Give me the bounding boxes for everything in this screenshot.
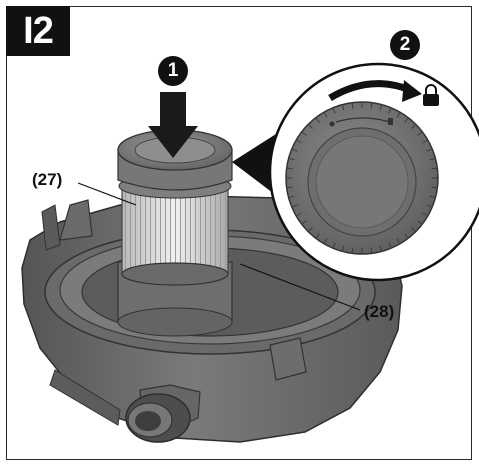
callout-27: (27)	[32, 170, 63, 189]
knurl-ridge	[431, 186, 438, 189]
knurl-ridge	[332, 242, 336, 249]
callout-28: (28)	[364, 302, 395, 321]
knurl-ridge	[323, 111, 328, 118]
step-2-marker: 2	[390, 30, 420, 60]
step-1-marker: 1	[158, 56, 188, 86]
knurl-ridge	[315, 233, 320, 239]
knurl-ridge	[291, 148, 298, 152]
knurl-ridge	[286, 186, 293, 189]
knurl-ridge	[426, 148, 433, 152]
knurl-ridge	[417, 220, 423, 225]
knurl-ridge	[291, 204, 298, 208]
knurl-ridge	[411, 123, 417, 129]
figure-frame	[6, 6, 472, 460]
down-arrow-icon	[148, 92, 198, 158]
knurl-ridge	[417, 131, 423, 136]
knurl-ridge	[429, 157, 436, 161]
knurl-ridge	[295, 212, 302, 217]
knurl-ridge	[426, 204, 433, 208]
knurl-ridge	[307, 227, 313, 233]
knurl-ridge	[341, 104, 345, 111]
knurl-ridge	[341, 245, 345, 252]
knurl-ridge	[370, 247, 373, 254]
knurl-ridge	[351, 102, 354, 109]
knurl-ridge	[396, 111, 401, 118]
knurl-ridge	[431, 167, 438, 170]
knurl-ridge	[286, 167, 293, 170]
knurl-ridge	[422, 212, 429, 217]
knurl-ridge	[422, 139, 429, 144]
knurl-ridge	[429, 195, 436, 199]
knurl-ridge	[379, 245, 383, 252]
knurl-ridge	[307, 123, 313, 129]
curved-arrow-icon	[328, 80, 422, 102]
knurl-ridge	[332, 107, 336, 114]
knurl-ridge	[404, 233, 409, 239]
leader-lines	[77, 182, 361, 311]
knurl-ridge	[288, 157, 295, 161]
knurl-ridge	[379, 104, 383, 111]
padlock-icon	[423, 84, 439, 106]
knurl-ridge	[388, 107, 392, 114]
knurl-ridge	[315, 117, 320, 123]
knurl-ridge	[411, 227, 417, 233]
cap-knob-detail	[285, 101, 439, 255]
figure-label: I2	[6, 6, 70, 56]
knurl-ridge	[370, 102, 373, 109]
knurl-ridge	[288, 195, 295, 199]
filter-element	[118, 173, 232, 286]
knurl-ridge	[404, 117, 409, 123]
knurl-ridge	[396, 238, 401, 245]
knurl-ridge	[301, 131, 307, 136]
knurl-ridge	[295, 139, 302, 144]
knurl-ridge	[351, 247, 354, 254]
knurl-ridge	[323, 238, 328, 245]
knurl-ridge	[388, 242, 392, 249]
knurl-ridge	[301, 220, 307, 225]
